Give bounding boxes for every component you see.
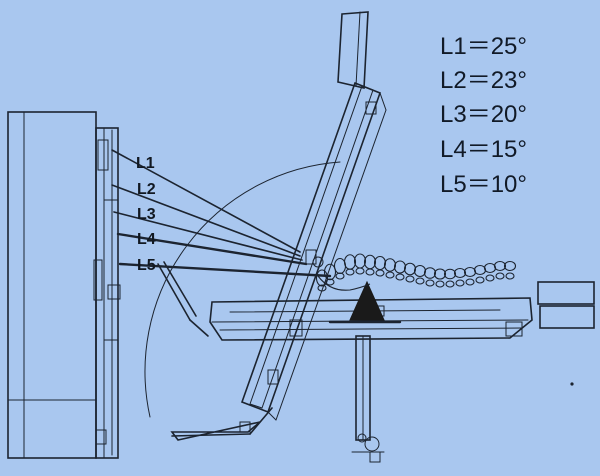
vertebra	[493, 260, 507, 272]
vertebra	[333, 257, 347, 275]
hinge-support	[157, 261, 209, 337]
vertebra	[503, 260, 517, 272]
label-l4: L4	[137, 231, 156, 248]
sacrum	[317, 275, 371, 291]
legend-l4: L4＝15°	[440, 136, 527, 163]
vertebra-process	[365, 268, 375, 276]
speck	[570, 382, 574, 386]
vertebra	[413, 264, 427, 278]
vertebra	[323, 263, 337, 281]
vertebra-process	[435, 280, 445, 288]
legend-l3: L3＝20°	[440, 101, 527, 128]
legend-l5: L5＝10°	[440, 171, 527, 198]
tilted-table	[240, 11, 387, 421]
vertebra	[463, 266, 477, 278]
angle-lines	[111, 149, 332, 278]
vertical-frame	[7, 111, 121, 459]
vertebra-process	[385, 271, 395, 279]
vertebra-process	[485, 274, 495, 282]
vertebra-process	[325, 278, 335, 286]
vertebra	[473, 264, 487, 276]
vertebra	[315, 269, 329, 287]
spine	[315, 253, 517, 292]
footplate	[170, 407, 273, 441]
legend-l1: L1＝25°	[440, 33, 527, 60]
label-l1: L1	[136, 155, 155, 172]
vertebra	[443, 268, 457, 280]
vertebra-labels: L1 L2 L3 L4 L5	[136, 155, 156, 274]
label-l3: L3	[137, 206, 156, 223]
angle-line-l3	[113, 211, 303, 261]
vertebra	[383, 258, 397, 272]
label-l2: L2	[137, 181, 156, 198]
vertebra-process	[415, 277, 425, 285]
vertebra-process	[465, 278, 475, 286]
vertebra-process	[335, 272, 345, 280]
vertebra-process	[445, 280, 455, 288]
label-l5: L5	[137, 257, 156, 274]
vertebra	[423, 267, 437, 279]
vertebra-process	[405, 275, 415, 283]
vertebra-process	[355, 267, 365, 275]
vertebra	[403, 262, 417, 276]
vertebra	[343, 254, 357, 270]
vertebra-process	[425, 279, 435, 287]
angle-line-l4	[116, 232, 308, 266]
legend-l2: L2＝23°	[440, 67, 527, 94]
vertebra	[373, 255, 387, 271]
vertebra-process	[505, 272, 515, 280]
vertebra	[353, 253, 367, 269]
vertebra-process	[317, 284, 327, 292]
angle-legend: L1＝25° L2＝23° L3＝20° L4＝15° L5＝10°	[440, 33, 527, 198]
vertebra	[483, 262, 497, 274]
vertebra	[363, 254, 377, 270]
vertebra-process	[375, 269, 385, 277]
vertebra-process	[495, 272, 505, 280]
angle-line-l1	[111, 149, 301, 253]
vertebra-process	[475, 276, 485, 284]
vertebra	[453, 267, 467, 279]
vertebra	[393, 260, 407, 274]
fulcrum-triangle	[349, 280, 385, 321]
support-column	[351, 335, 385, 463]
vertebra-process	[345, 268, 355, 276]
angle-line-l5	[118, 262, 332, 278]
vertebra	[433, 268, 447, 280]
vertebra-process	[455, 279, 465, 287]
vertebra-process	[395, 273, 405, 281]
angle-line-l2	[111, 184, 301, 257]
